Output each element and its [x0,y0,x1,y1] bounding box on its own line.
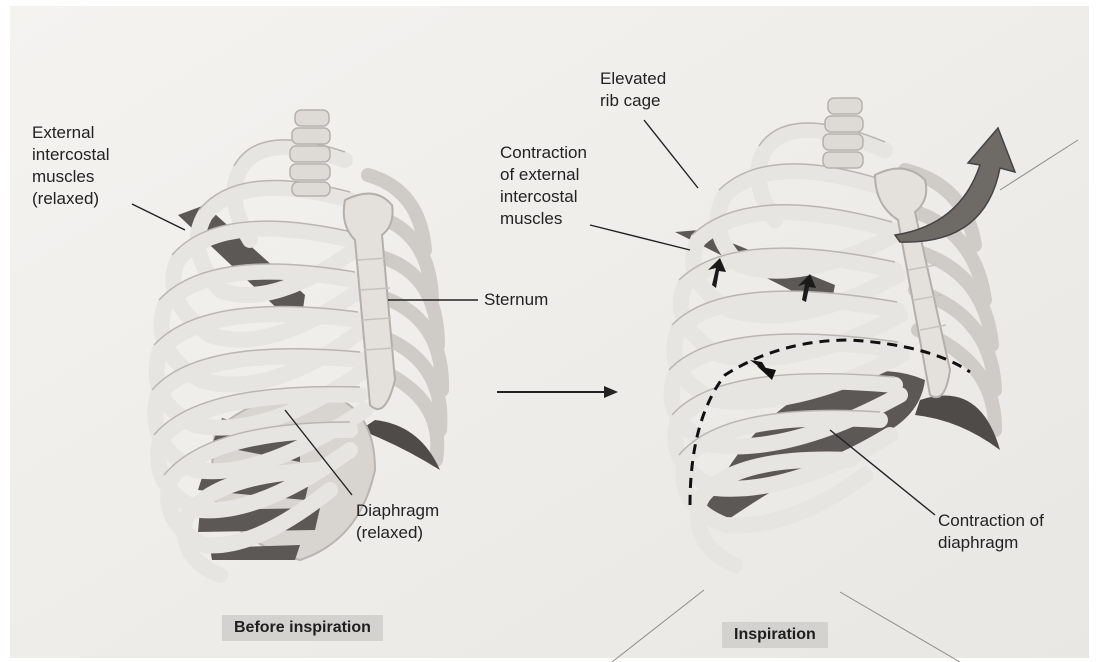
label-sternum: Sternum [484,289,548,311]
label-line: muscles [32,166,109,188]
label-line: intercostal [500,186,587,208]
label-line: Contraction [500,142,587,164]
label-external-intercostal-relaxed: External intercostal muscles (relaxed) [32,122,109,210]
label-line: diaphragm [938,532,1044,554]
label-line: rib cage [600,90,666,112]
right-margin [1089,6,1099,662]
label-line: (relaxed) [32,188,109,210]
label-line: Contraction of [938,510,1044,532]
label-contraction-external-intercostal: Contraction of external intercostal musc… [500,142,587,230]
label-line: Elevated [600,68,666,90]
label-elevated-rib-cage: Elevated rib cage [600,68,666,112]
label-line: intercostal [32,144,109,166]
caption-inspiration: Inspiration [722,622,828,648]
label-line: External [32,122,109,144]
label-line: (relaxed) [356,522,439,544]
spine-before [290,110,330,196]
label-line: Diaphragm [356,500,439,522]
label-line: muscles [500,208,587,230]
label-contraction-diaphragm: Contraction of diaphragm [938,510,1044,554]
caption-before-inspiration: Before inspiration [222,615,383,641]
label-line: of external [500,164,587,186]
left-margin [0,0,10,662]
label-diaphragm-relaxed: Diaphragm (relaxed) [356,500,439,544]
